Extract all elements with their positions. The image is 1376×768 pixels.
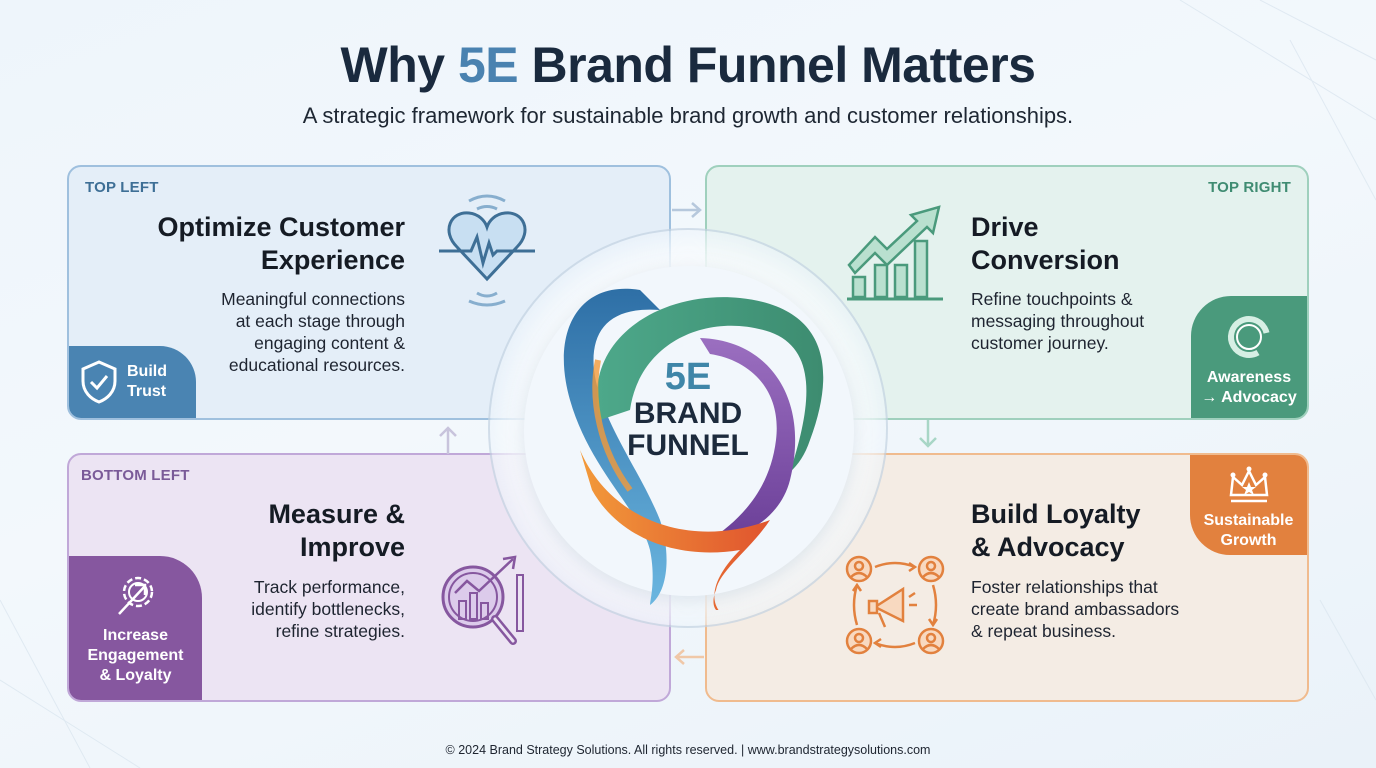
desc-line: identify bottlenecks, [251,599,405,619]
desc-line: engaging content & [254,333,405,353]
center-funnel-label: 5E BRAND FUNNEL [588,356,788,462]
quadrant-description: Foster relationships that create brand a… [971,576,1231,642]
quadrant-title: Drive Conversion [971,211,1120,277]
arrow-left-connector-icon [674,649,704,665]
desc-line: & repeat business. [971,621,1116,641]
arrow-down-connector-icon [919,420,937,448]
title-prefix: Why [340,37,458,93]
title-accent: 5E [457,37,519,93]
growth-chart-icon [847,205,943,301]
desc-line: Track performance, [253,577,405,597]
footer-copyright: © 2024 Brand Strategy Solutions. All rig… [445,743,931,757]
title-line: & Advocacy [971,532,1125,562]
title-line: Measure & [268,499,405,529]
analytics-magnifier-icon [441,555,524,645]
quadrant-description: Track performance, identify bottlenecks,… [165,576,405,642]
badge-line: Trust [127,383,167,400]
badge-line: Sustainable [1203,512,1294,529]
cycle-ring-icon [1228,316,1270,358]
shield-check-icon [81,360,117,404]
badge-line: & Loyalty [99,667,172,684]
title-suffix: Brand Funnel Matters [518,37,1036,93]
badge-line: Growth [1220,532,1277,549]
badge-build-trust: Build Trust [69,346,196,418]
desc-line: educational resources. [228,355,405,375]
page-subtitle: A strategic framework for sustainable br… [302,103,1074,128]
title-line: Optimize Customer [157,212,405,242]
desc-line: at each stage through [235,311,405,331]
badge-line: Engagement [87,647,184,664]
quadrant-bottom-right: Build Loyalty & Advocacy Foster relation… [705,453,1309,702]
quadrant-title: Build Loyalty & Advocacy [971,498,1141,564]
desc-line: create brand ambassadors [971,599,1180,619]
quadrant-label: BOTTOM LEFT [81,467,190,484]
center-line-funnel: FUNNEL [627,429,749,462]
quadrant-title: Optimize Customer Experience [85,211,405,277]
gear-arrow-icon [117,576,153,615]
center-line-brand: BRAND [633,397,743,430]
title-line: Conversion [971,245,1120,275]
desc-line: Refine touchpoints & [971,289,1133,309]
desc-line: messaging throughout [971,311,1145,331]
desc-line: Foster relationships that [971,577,1158,597]
arrow-up-connector-icon [439,426,457,454]
quadrant-label: TOP RIGHT [1208,179,1291,196]
quadrant-description: Refine touchpoints & messaging throughou… [971,288,1201,354]
crown-icon [1229,466,1268,503]
quadrant-description: Meaningful connections at each stage thr… [145,288,405,376]
title-line: Experience [260,245,405,275]
badge-increase-engagement: Increase Engagement & Loyalty [69,556,202,700]
badge-line: → Advocacy [1201,389,1297,406]
desc-line: Meaningful connections [221,289,405,309]
desc-line: refine strategies. [275,621,405,641]
quadrant-title: Measure & Improve [268,498,405,564]
center-line-5e: 5E [664,356,712,398]
desc-line: customer journey. [971,333,1109,353]
title-line: Drive [971,212,1039,242]
arrow-right-connector-icon [672,202,702,218]
badge-line: Increase [103,627,168,644]
badge-awareness-advocacy: Awareness → Advocacy [1191,296,1307,418]
heartbeat-icon [439,194,535,307]
quadrant-label: TOP LEFT [85,179,159,196]
badge-line: Awareness [1206,369,1292,386]
title-line: Improve [299,532,405,562]
title-line: Build Loyalty [971,499,1141,529]
megaphone-network-icon [845,555,945,655]
funnel-ribbon-logo-icon [563,288,824,610]
page-title: Why 5E Brand Funnel Matters [0,36,1376,94]
badge-line: Build [127,363,167,380]
badge-sustainable-growth: Sustainable Growth [1190,455,1307,555]
